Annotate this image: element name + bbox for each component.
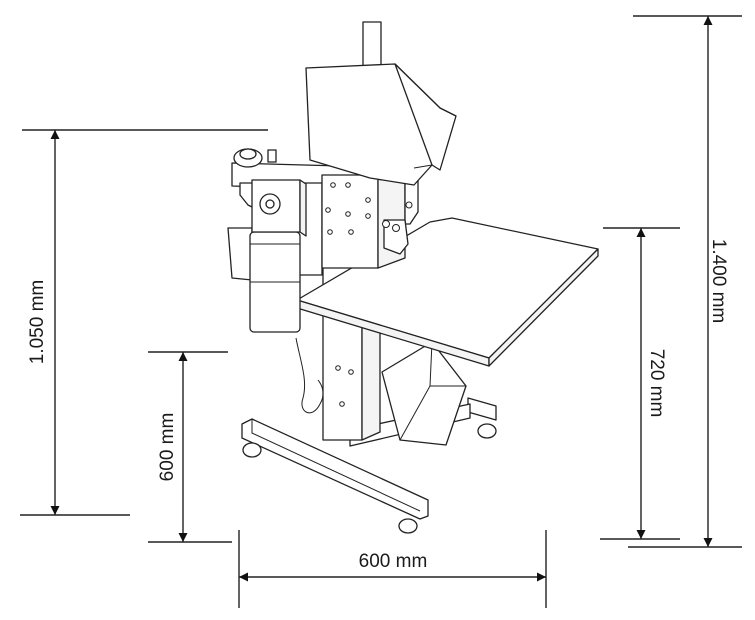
collection-hopper	[381, 341, 467, 446]
label-base-height: 600 mm	[157, 413, 178, 482]
label-arm-height: 1.050 mm	[27, 280, 48, 364]
rear-base-rail	[467, 397, 497, 439]
dimension-base-height: 600 mm	[148, 351, 232, 543]
label-table-height: 720 mm	[646, 349, 667, 418]
motor-assembly	[227, 148, 307, 333]
label-base-width: 600 mm	[359, 551, 428, 572]
dimension-total-height: 1.400 mm	[628, 15, 742, 548]
dimension-arm-height: 1.050 mm	[20, 129, 268, 516]
front-base-rail	[241, 418, 429, 534]
dimension-table-height: 720 mm	[600, 227, 680, 540]
top-hood	[305, 21, 457, 186]
work-table	[296, 217, 599, 367]
dimension-base-width: 600 mm	[238, 530, 547, 608]
machine-illustration	[227, 21, 599, 534]
label-total-height: 1.400 mm	[708, 239, 729, 323]
